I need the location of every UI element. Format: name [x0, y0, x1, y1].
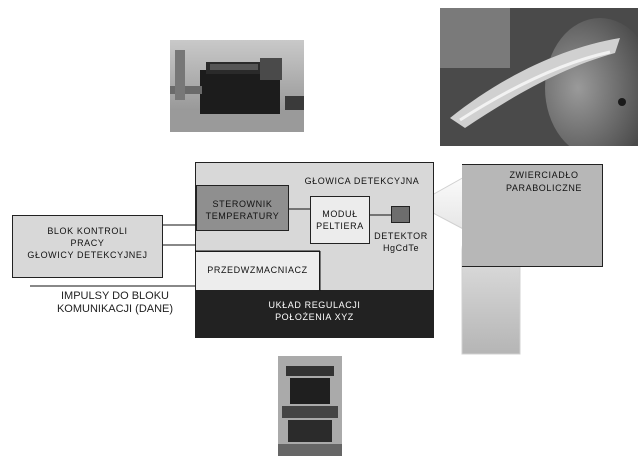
pulses-text-line-1: IMPULSY DO BLOKU	[25, 290, 205, 303]
pulses-text: IMPULSY DO BLOKU KOMUNIKACJI (DANE)	[25, 290, 205, 316]
pulses-text-line-2: KOMUNIKACJI (DANE)	[25, 303, 205, 316]
